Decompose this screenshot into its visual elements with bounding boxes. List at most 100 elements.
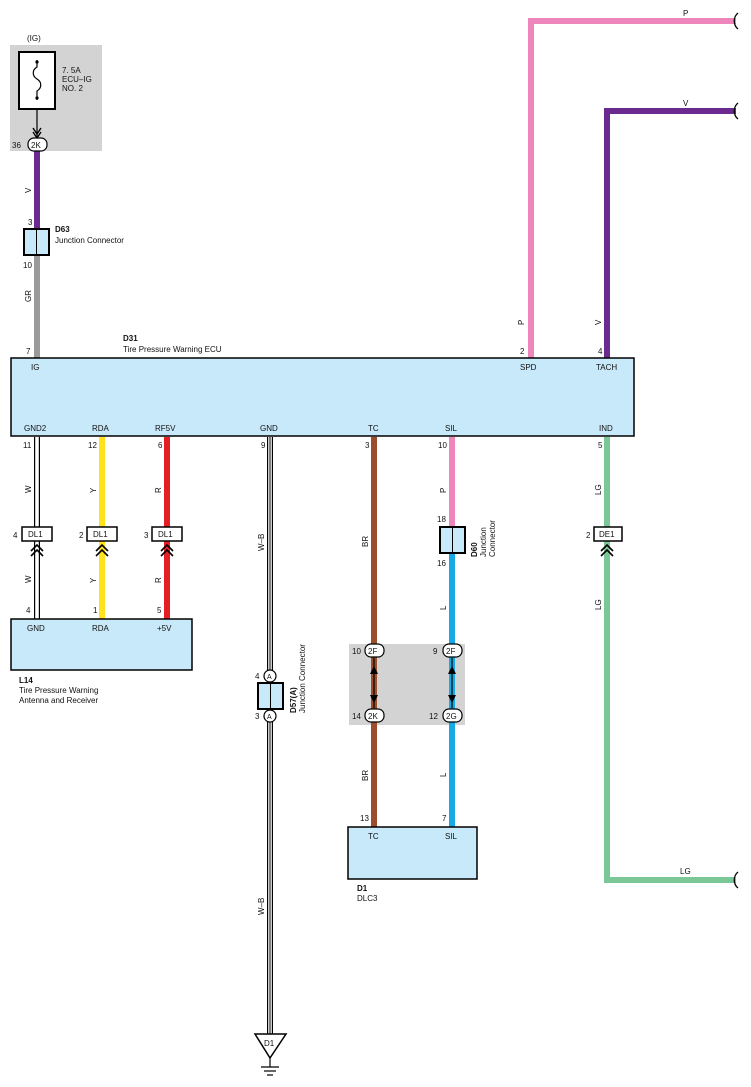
fuse-ig-label: (IG) bbox=[27, 34, 41, 43]
d31-pin-ig-label: IG bbox=[31, 363, 39, 372]
dl1-connector-gnd2 bbox=[21, 526, 53, 542]
mid-arrow-icon-l-bot bbox=[448, 695, 456, 703]
d31-pin-spd-num: 2 bbox=[520, 347, 525, 356]
wire-v-tach bbox=[604, 108, 736, 358]
mid-l-top-connector bbox=[442, 643, 463, 658]
wire-code-r1: R bbox=[154, 487, 163, 493]
dl1-label-rda: DL1 bbox=[93, 530, 108, 539]
dl1-connector-rf5v bbox=[151, 526, 183, 542]
d31-pin-rda-num: 12 bbox=[88, 441, 97, 450]
d31-pin-sil-num: 10 bbox=[438, 441, 447, 450]
mid-br-bot-conn-label: 2K bbox=[368, 712, 378, 721]
wire-end-lg bbox=[733, 871, 739, 889]
wire-code-l1: L bbox=[439, 605, 448, 610]
fuse-icon bbox=[32, 60, 42, 100]
de1-label: DE1 bbox=[599, 530, 615, 539]
wire-code-y2: Y bbox=[89, 577, 98, 583]
d1-pin-sil-num: 7 bbox=[442, 814, 447, 823]
d60-name-line2: Connector bbox=[488, 520, 497, 557]
d31-pin-ig-num: 7 bbox=[26, 347, 31, 356]
d1-dlc3-name: DLC3 bbox=[357, 894, 378, 903]
wire-code-v-tach: V bbox=[594, 319, 603, 325]
fuse-end-top bbox=[35, 60, 39, 64]
l14-name-line1: Tire Pressure Warning bbox=[19, 686, 98, 695]
wire-code-lg1: LG bbox=[594, 484, 603, 495]
mid-l-top-pin: 9 bbox=[433, 647, 438, 656]
d63-id: D63 bbox=[55, 225, 70, 234]
l14-pin-gnd-label: GND bbox=[27, 624, 45, 633]
wire-code-br2: BR bbox=[361, 770, 370, 781]
dl1-label-rf5v: DL1 bbox=[158, 530, 173, 539]
d1-pin-tc-num: 13 bbox=[360, 814, 369, 823]
mid-arrow-icon-br-bot bbox=[370, 695, 378, 703]
dl1-pin-rf5v: 3 bbox=[144, 531, 149, 540]
mid-br-top-connector bbox=[364, 643, 385, 658]
mid-l-bot-conn-label: 2G bbox=[446, 712, 457, 721]
fuse-pin-36: 36 bbox=[12, 141, 21, 150]
d31-pin-tc-label: TC bbox=[368, 424, 379, 433]
fuse-end-bottom bbox=[35, 96, 39, 100]
dl1-connector-rda bbox=[86, 526, 118, 542]
mid-br-top-conn-label: 2F bbox=[368, 647, 377, 656]
d31-pin-spd-label: SPD bbox=[520, 363, 537, 372]
d1-pin-sil-label: SIL bbox=[445, 832, 458, 841]
d31-ecu-box bbox=[10, 357, 635, 437]
fuse-connector-2k bbox=[27, 137, 48, 152]
d1-pin-tc-label: TC bbox=[368, 832, 379, 841]
fuse-connector-label: 2K bbox=[31, 141, 41, 150]
wire-code-v-top: V bbox=[24, 187, 33, 193]
wire-code-p-spd: P bbox=[517, 320, 526, 325]
d63-pin-out: 10 bbox=[23, 261, 32, 270]
ground-label: D1 bbox=[264, 1039, 275, 1048]
wire-code-p-right: P bbox=[683, 9, 688, 18]
mid-l-bot-connector bbox=[442, 708, 463, 723]
wire-code-p-sil: P bbox=[439, 488, 448, 493]
mid-br-top-pin: 10 bbox=[352, 647, 361, 656]
l14-pin-gnd-num: 4 bbox=[26, 606, 31, 615]
dl1-chevron-icon-rf5v bbox=[160, 543, 174, 557]
fuse-name-line2: NO. 2 bbox=[62, 84, 83, 93]
l14-receiver-box bbox=[10, 618, 193, 671]
mid-l-top-conn-label: 2F bbox=[446, 647, 455, 656]
d31-pin-rf5v-label: RF5V bbox=[155, 424, 176, 433]
wire-code-y1: Y bbox=[89, 487, 98, 493]
wire-code-br1: BR bbox=[361, 536, 370, 547]
d31-pin-rf5v-num: 6 bbox=[158, 441, 163, 450]
d63-name: Junction Connector bbox=[55, 236, 124, 245]
d60-pin-out: 16 bbox=[437, 559, 446, 568]
d60-name-line1: Junction bbox=[479, 527, 488, 557]
d57-id: D57(A) bbox=[289, 687, 298, 713]
wire-p-spd bbox=[528, 18, 736, 358]
d57-pin-in: 4 bbox=[255, 672, 260, 681]
wire-code-w1: W bbox=[24, 485, 33, 493]
mid-arrow-icon-l-top bbox=[448, 666, 456, 674]
wire-code-lg-right: LG bbox=[680, 867, 691, 876]
d1-dlc3-id: D1 bbox=[357, 884, 368, 893]
mid-l-bot-pin: 12 bbox=[429, 712, 438, 721]
wire-code-lg2: LG bbox=[594, 599, 603, 610]
wire-code-l2: L bbox=[439, 772, 448, 777]
wire-code-v-right: V bbox=[683, 99, 689, 108]
d31-pin-ind-num: 5 bbox=[598, 441, 603, 450]
l14-id: L14 bbox=[19, 676, 33, 685]
fuse-rating: 7. 5A bbox=[62, 66, 81, 75]
l14-pin-rda-label: RDA bbox=[92, 624, 110, 633]
d60-pin-in: 18 bbox=[437, 515, 446, 524]
wire-code-r2: R bbox=[154, 577, 163, 583]
d31-pin-ind-label: IND bbox=[599, 424, 613, 433]
d63-pin-in: 3 bbox=[28, 218, 33, 227]
mid-br-bot-connector bbox=[364, 708, 385, 723]
d31-name: Tire Pressure Warning ECU bbox=[123, 345, 222, 354]
d31-pin-tach-num: 4 bbox=[598, 347, 603, 356]
fuse-name-line1: ECU–IG bbox=[62, 75, 92, 84]
d57-terminal-top-label: A bbox=[267, 674, 272, 681]
l14-name-line2: Antenna and Receiver bbox=[19, 696, 99, 705]
dl1-label-gnd2: DL1 bbox=[28, 530, 43, 539]
wire-code-wb1: W–B bbox=[257, 534, 266, 551]
d31-pin-sil-label: SIL bbox=[445, 424, 458, 433]
d57-terminal-bot-label: A bbox=[267, 714, 272, 721]
ground-triangle-icon bbox=[253, 1033, 288, 1060]
de1-connector bbox=[593, 526, 623, 542]
dl1-chevron-icon-gnd2 bbox=[30, 543, 44, 557]
d31-pin-rda-label: RDA bbox=[92, 424, 110, 433]
